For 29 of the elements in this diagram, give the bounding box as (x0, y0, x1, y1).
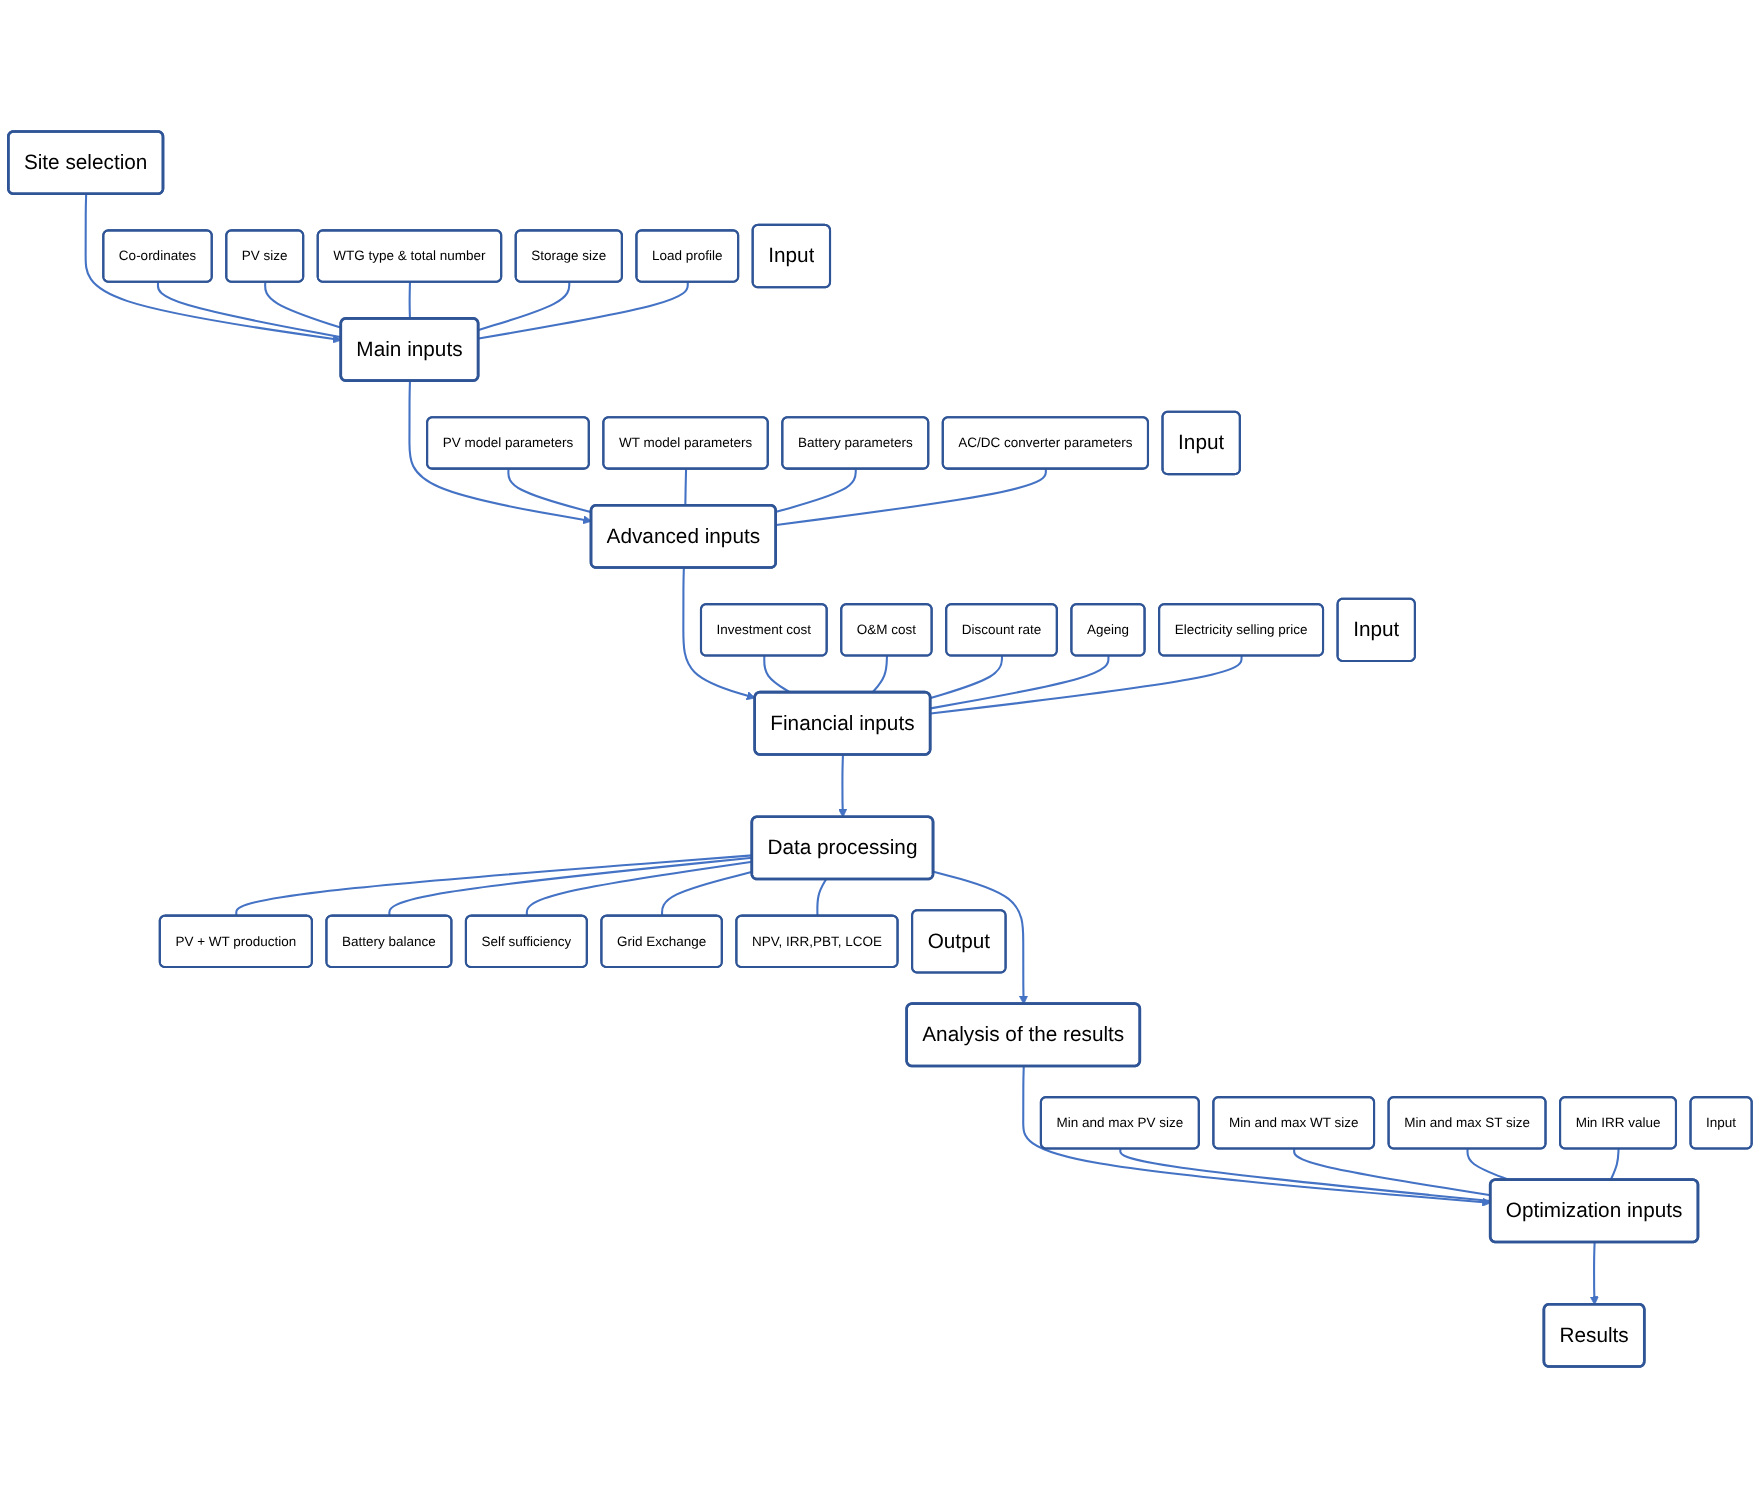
arrow (408, 381, 592, 525)
arrow (682, 568, 756, 701)
arrow (1589, 1242, 1599, 1306)
connector (156, 282, 342, 339)
connector (525, 860, 753, 917)
connector (816, 879, 827, 917)
connector (930, 656, 1004, 700)
connector (478, 282, 571, 331)
arrow (84, 194, 342, 344)
arrow (838, 754, 848, 818)
connector (1293, 1149, 1491, 1197)
connector (775, 469, 857, 513)
connector (388, 856, 753, 917)
arrow (1022, 1066, 1492, 1207)
connector (871, 656, 888, 694)
connector (408, 282, 411, 319)
connector (264, 282, 342, 329)
connector (661, 870, 753, 917)
connector (930, 656, 1110, 710)
connector (478, 282, 689, 340)
connector (1609, 1149, 1620, 1181)
connector (684, 469, 688, 506)
arrow (933, 870, 1029, 1005)
connector (507, 469, 592, 514)
connector (930, 656, 1243, 715)
connector (763, 656, 792, 694)
connector (776, 469, 1047, 527)
connector (1119, 1149, 1491, 1203)
connector (235, 854, 753, 917)
